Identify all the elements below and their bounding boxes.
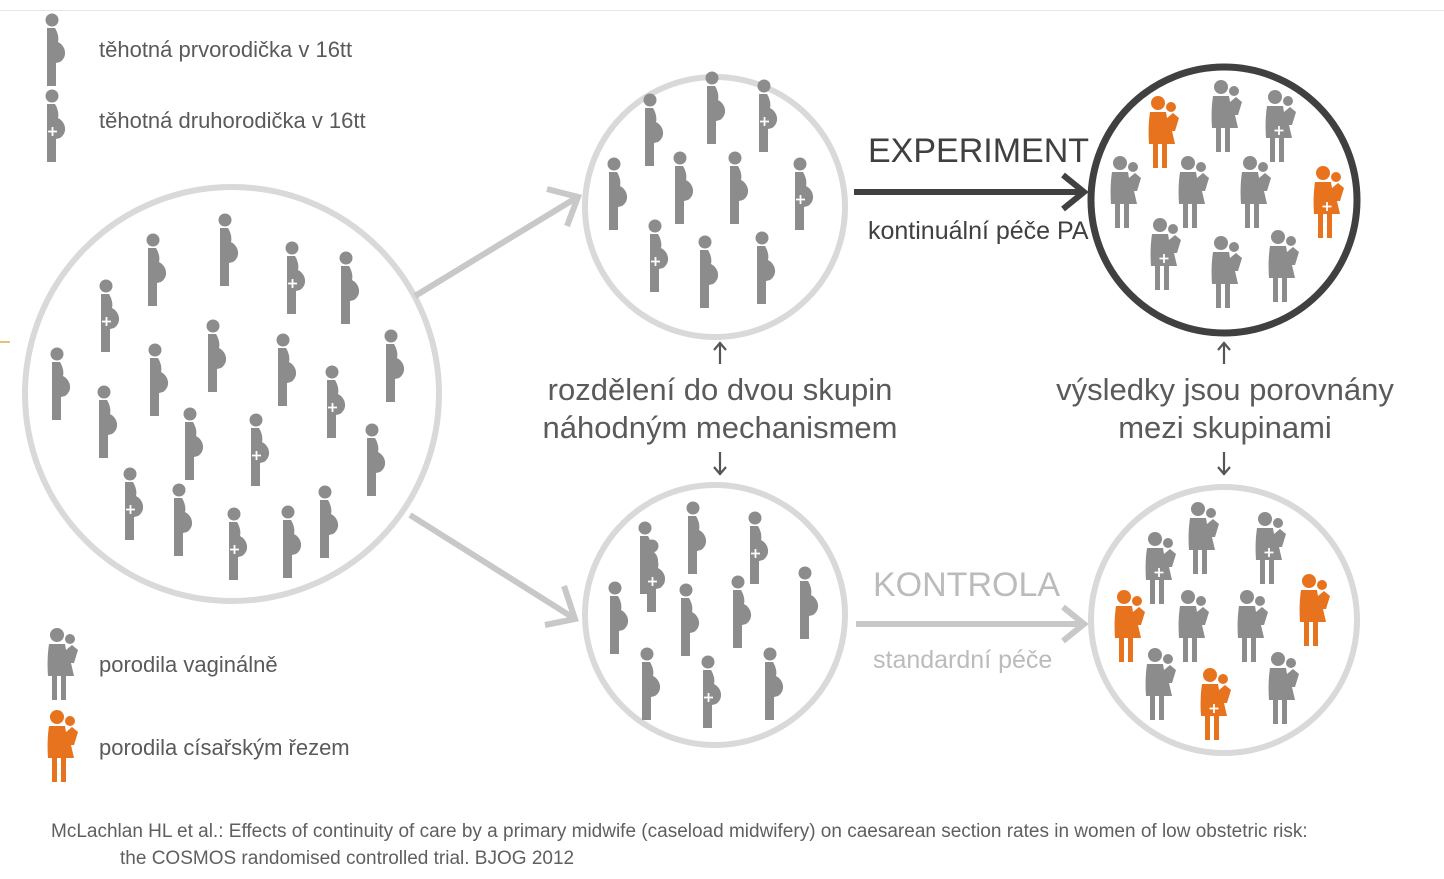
control-title: KONTROLA [873,566,1061,604]
citation-line-1: McLachlan HL et al.: Effects of continui… [51,821,1308,842]
comparison-line-1: výsledky jsou porovnány [1056,372,1394,407]
comparison-label: výsledky jsou porovnány mezi skupinami [1040,371,1410,447]
legend-vaginal-label: porodila vaginálně [99,652,278,677]
comparison-arrows [1217,341,1231,476]
citation-line-2: the COSMOS randomised controlled trial. … [120,848,575,869]
randomization-label: rozdělení do dvou skupin náhodným mechan… [520,371,920,447]
arrow-to-experiment-group [413,186,582,299]
top-rule [0,10,1444,11]
legend-caesarean-label: porodila císařským řezem [99,735,350,760]
randomization-arrows [713,341,727,476]
comparison-line-2: mezi skupinami [1118,410,1332,445]
randomization-line-1: rozdělení do dvou skupin [547,372,893,407]
slide-accent-mark [0,341,10,343]
legend-primipara-label: těhotná prvorodička v 16tt [99,37,353,62]
experiment-title: EXPERIMENT [868,132,1090,170]
citation: McLachlan HL et al.: Effects of continui… [51,818,1308,872]
experiment-arrow [854,172,1089,212]
arrow-to-control-group [408,512,579,628]
multipara-legend-icon [44,88,66,163]
vaginal-birth-legend-icon [47,628,78,700]
control-subtitle: standardní péče [873,646,1053,674]
control-arrow [856,604,1089,644]
experiment-subtitle: kontinuální péče PA [868,217,1089,245]
randomization-line-2: náhodným mechanismem [542,410,898,445]
primipara-legend-icon [45,13,66,86]
caesarean-legend-icon [47,710,78,782]
legend-multipara-label: těhotná druhorodička v 16tt [99,108,366,133]
